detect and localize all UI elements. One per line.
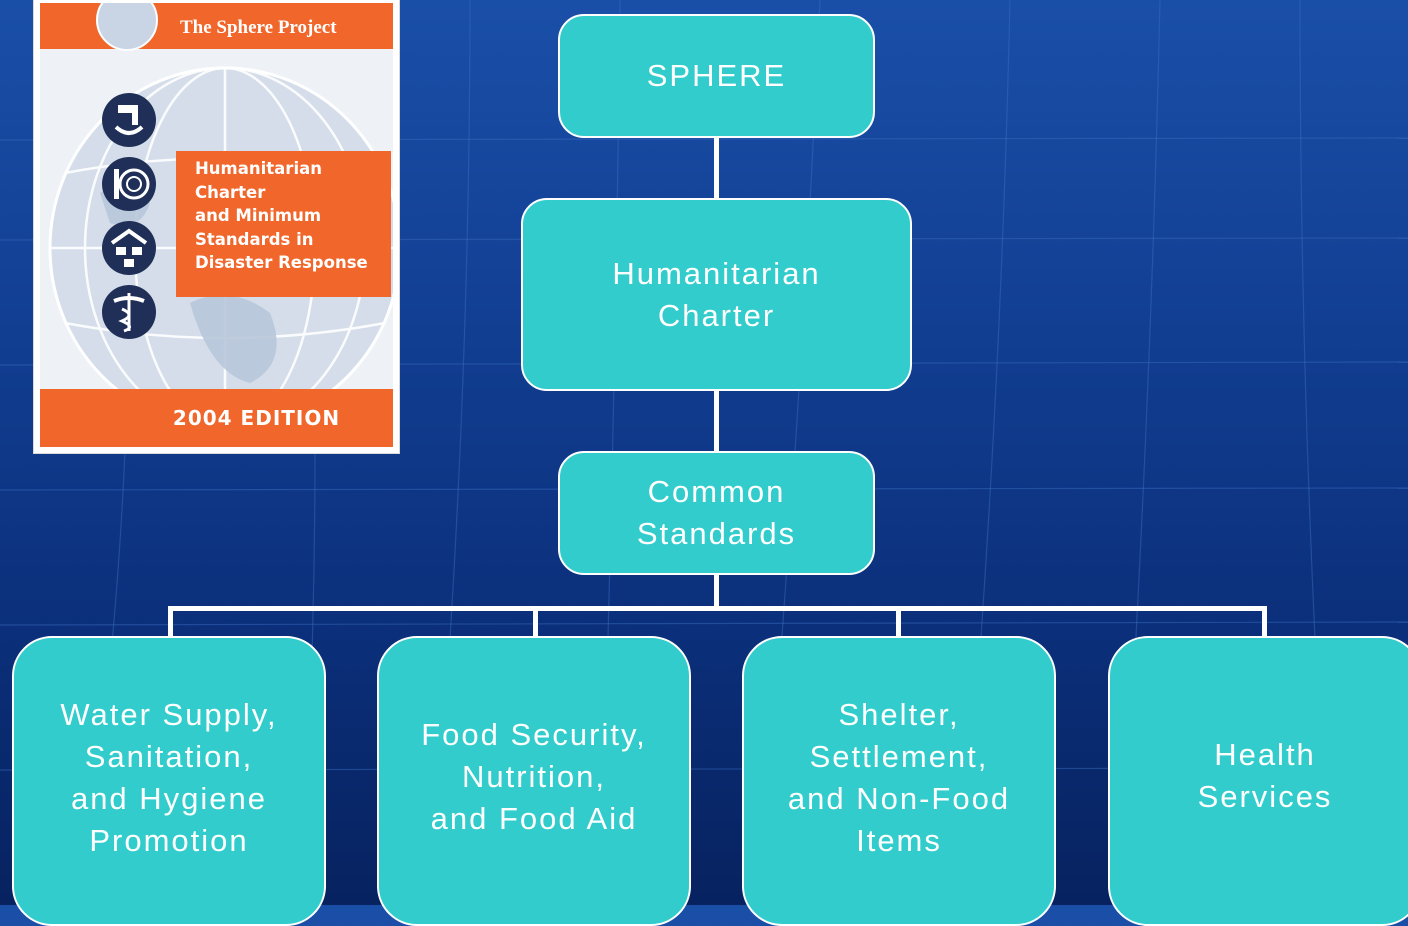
cover-edition: 2004 EDITION xyxy=(172,406,341,430)
health-caduceus-icon xyxy=(102,285,156,339)
water-tap-icon xyxy=(102,93,156,147)
connector-root-charter xyxy=(714,137,719,199)
connector-charter-common xyxy=(714,389,719,453)
connector-drop-4 xyxy=(1262,606,1267,638)
node-common-standards: Common Standards xyxy=(558,451,875,575)
food-icon xyxy=(102,157,156,211)
cover-subtitle-panel xyxy=(176,151,391,297)
node-sphere: SPHERE xyxy=(558,14,875,138)
node-health-services: Health Services xyxy=(1108,636,1408,926)
node-shelter: Shelter, Settlement, and Non-Food Items xyxy=(742,636,1056,926)
cover-footer-band: 2004 EDITION xyxy=(40,389,393,447)
connector-drop-2 xyxy=(533,606,538,638)
connector-horizontal-bus xyxy=(168,606,1267,611)
node-food-security: Food Security, Nutrition, and Food Aid xyxy=(377,636,691,926)
cover-title: The Sphere Project xyxy=(180,17,337,38)
connector-drop-3 xyxy=(896,606,901,638)
sphere-handbook-cover: The Sphere Project Humanitarian Charter … xyxy=(33,0,400,454)
node-water-supply: Water Supply, Sanitation, and Hygiene Pr… xyxy=(12,636,326,926)
cover-subtitle: Humanitarian Charter and Minimum Standar… xyxy=(195,159,368,272)
cover-panel: The Sphere Project Humanitarian Charter … xyxy=(40,3,393,447)
node-humanitarian-charter: Humanitarian Charter xyxy=(521,198,912,391)
connector-common-bus xyxy=(714,574,719,610)
connector-drop-1 xyxy=(168,606,173,638)
shelter-icon xyxy=(102,221,156,275)
globe-logo-icon xyxy=(96,3,158,51)
